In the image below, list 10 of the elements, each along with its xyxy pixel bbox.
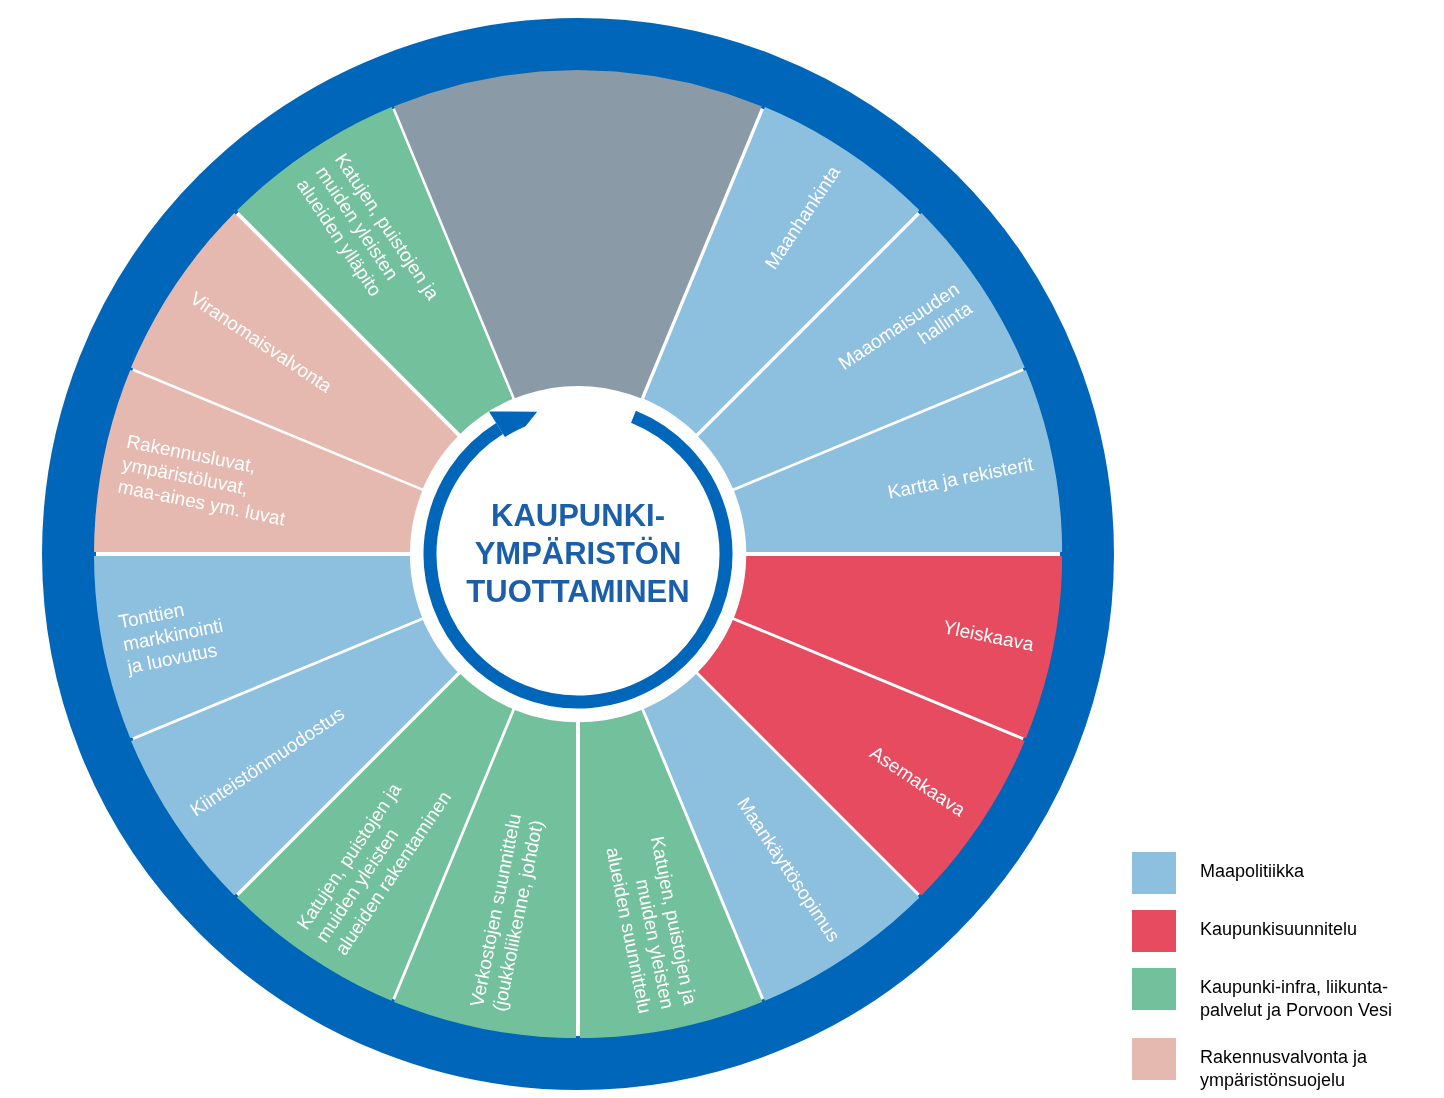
legend-label: Kaupunki-infra, liikunta-palvelut ja Porvoon Vesi [1200,976,1394,1022]
wheel-segment [733,370,1062,553]
legend-label: Rakennusvalvonta ja ympäristönsuojelu [1200,1046,1369,1092]
segment-label: Kartta ja rekisterit [885,452,1036,505]
segment-label: Yleiskaava [939,615,1036,656]
legend-label: Maapolitiikka [1200,860,1306,883]
wheel-segment [733,555,1062,738]
segment-label: Katujen, puistojen ja muiden yleisten alueiden suunnittelu [601,833,703,1016]
legend-label: Kaupunkisuunnitelu [1200,918,1359,941]
center-title: KAUPUNKI- YMPÄRISTÖN TUOTTAMINEN [465,497,691,611]
